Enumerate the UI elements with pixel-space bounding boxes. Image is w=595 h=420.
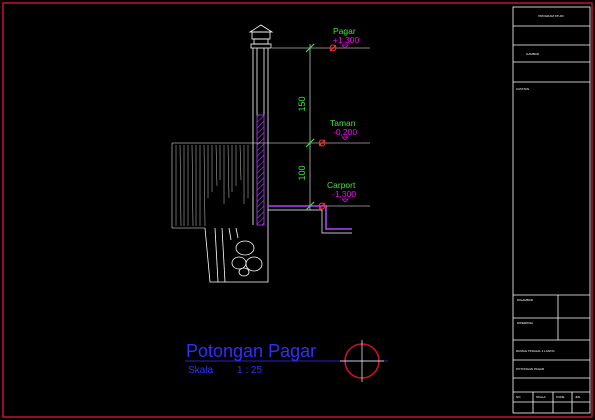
level-lines (253, 47, 370, 207)
level-elev-carport: -1,300 (332, 189, 356, 199)
title-block-project-label: PROGRAM STUDI (538, 14, 564, 18)
carport-ground (268, 205, 352, 234)
soil-stroke (179, 144, 182, 227)
level-name-taman: Taman (330, 118, 356, 128)
dimension-lower: 100 (297, 165, 307, 180)
title-block-row-qty: JML (575, 395, 581, 399)
level-triangles (341, 44, 349, 203)
drawing-scale-value: 1 : 25 (237, 365, 262, 376)
level-elev-taman: -0,200 (333, 127, 357, 137)
soil-stroke (215, 144, 218, 187)
level-name-pagar: Pagar (333, 26, 356, 36)
title-block-row-code: KODE (556, 395, 565, 399)
title-block-sheet-title: POTONGAN PAGAR (516, 367, 545, 371)
foundation (204, 210, 269, 283)
level-elev-pagar: +1,300 (333, 35, 360, 45)
title-block-row-scale: SKALA (536, 395, 546, 399)
soil-stroke (191, 144, 194, 227)
section-symbol (340, 340, 384, 382)
garden-soil (171, 142, 253, 229)
dimension-ticks (305, 43, 315, 211)
title-block-project-title: RUMAH TINGGAL 2 LANTAI (516, 349, 555, 353)
drawing-title: Potongan Pagar (186, 341, 316, 361)
fence-pillar (248, 24, 274, 225)
soil-stroke (203, 144, 206, 227)
title-block (512, 6, 591, 414)
title-block-drawn-label: DIGAMBAR (517, 298, 534, 302)
wall-hatch (256, 114, 265, 226)
level-markers (318, 44, 337, 210)
title-block-sheet-label: GAMBAR (526, 52, 540, 56)
title-block-row-no: NO (516, 395, 521, 399)
title-block-checked-label: DIPERIKSA (517, 321, 533, 325)
dimension-upper: 150 (297, 96, 307, 111)
title-block-notes-label: CATATAN (516, 87, 529, 91)
soil-stroke (239, 144, 242, 181)
drawing-scale-label: Skala (188, 365, 213, 376)
level-name-carport: Carport (327, 180, 356, 190)
soil-stroke (227, 144, 230, 199)
soil-lines (175, 144, 249, 227)
